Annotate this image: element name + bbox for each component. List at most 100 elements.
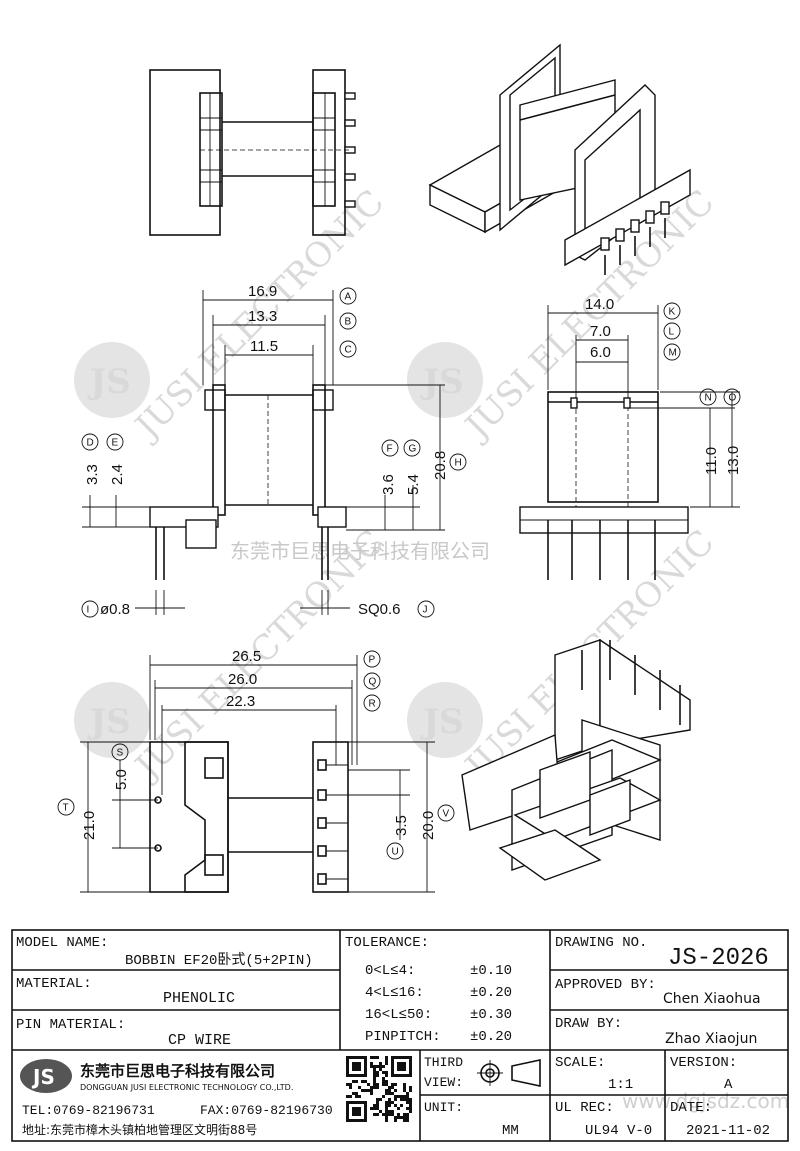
unit-value: MM: [502, 1123, 519, 1139]
dim-label-G: G: [409, 444, 417, 455]
dim-label-O: O: [729, 393, 737, 404]
dim-label-circle-D: [81, 433, 99, 451]
dim-C-value: 11.5: [250, 338, 278, 355]
dim-label-circle-C: [339, 340, 357, 358]
watermark-logo-4: JS: [407, 682, 483, 758]
dim-label-circle-T: [57, 798, 75, 816]
front-dimensions: 16.9 13.3 11.5 20.8 3.6 5.4 3.3 2.4 ø0.8…: [82, 283, 449, 618]
tolerance-label: TOLERANCE:: [345, 935, 429, 951]
dim-label-circle-H: [449, 453, 467, 471]
dim-S-value: 5.0: [113, 769, 130, 790]
dim-label-D: D: [87, 438, 94, 449]
tolerance-range-3: PINPITCH:: [365, 1029, 441, 1045]
dim-V-value: 20.0: [420, 811, 437, 840]
dim-Q-value: 26.0: [228, 671, 257, 688]
tolerance-range-0: 0<L≤4:: [365, 963, 415, 979]
tolerance-value-3: ±0.20: [470, 1029, 512, 1045]
scale-value: 1:1: [608, 1077, 633, 1093]
dim-label-V: V: [443, 809, 450, 820]
pins-bottom: [317, 759, 348, 885]
tolerance-value-0: ±0.10: [470, 963, 512, 979]
company-tel: TEL:0769-82196731: [22, 1103, 155, 1118]
version-value: A: [724, 1077, 733, 1093]
pins-iso-2: [581, 640, 681, 725]
draw-by-label: DRAW BY:: [555, 1016, 622, 1032]
dim-E-value: 2.4: [109, 464, 126, 485]
dim-label-circle-M: [663, 343, 681, 361]
dim-label-S: S: [117, 748, 124, 759]
watermark-site: www.dgjsdz.com: [622, 1089, 789, 1113]
dim-label-P: P: [369, 655, 376, 666]
model-name-value: BOBBIN EF20卧式(5+2PIN): [125, 952, 313, 969]
dim-label-Q: Q: [369, 677, 377, 688]
company-logo: JS: [20, 1059, 72, 1093]
tolerance-value-2: ±0.30: [470, 1007, 512, 1023]
scale-label: SCALE:: [555, 1055, 605, 1071]
watermark-company-cn: 东莞市巨思电子科技有限公司: [230, 539, 490, 563]
model-name-label: MODEL NAME:: [16, 935, 108, 951]
view-side: [519, 391, 689, 580]
dim-label-circle-N: [699, 388, 717, 406]
dim-H-value: 20.8: [432, 451, 449, 480]
pin-material-label: PIN MATERIAL:: [16, 1017, 125, 1033]
material-value: PHENOLIC: [163, 990, 235, 1007]
dim-label-R: R: [369, 699, 376, 710]
watermark-logo-1: JS: [74, 342, 150, 418]
company-name-cn: 东莞市巨思电子科技有限公司: [80, 1062, 275, 1080]
svg-text:JS: JS: [87, 702, 131, 742]
dim-label-circle-Q: [363, 672, 381, 690]
drawing-no-label: DRAWING NO.: [555, 935, 647, 951]
dim-P-value: 26.5: [232, 648, 261, 665]
dim-label-I: I: [87, 605, 90, 616]
dim-label-circle-O: [723, 388, 741, 406]
pins-side: [547, 520, 656, 580]
company-name-en: DONGGUAN JUSI ELECTRONIC TECHNOLOGY CO.,…: [80, 1083, 293, 1092]
bottom-dimensions: 26.5 26.0 22.3 21.0 5.0 3.5 20.0: [80, 648, 437, 893]
company-logo-text: JS: [31, 1065, 55, 1089]
tolerance-range-2: 16<L≤50:: [365, 1007, 432, 1023]
dim-I-value: ø0.8: [100, 601, 130, 618]
dim-label-H: H: [455, 458, 462, 469]
third-view-label-2: VIEW:: [424, 1075, 463, 1090]
tolerance-range-1: 4<L≤16:: [365, 985, 424, 1001]
dim-A-value: 16.9: [248, 283, 277, 300]
version-label: VERSION:: [670, 1055, 737, 1071]
company-address: 地址:东莞市樟木头镇柏地管理区文明街88号: [22, 1122, 257, 1137]
dim-label-circle-G: [403, 439, 421, 457]
dim-K-value: 14.0: [585, 296, 614, 313]
dim-F-value: 3.6: [380, 474, 397, 495]
dim-label-F: F: [387, 444, 393, 455]
dim-J-value: SQ0.6: [358, 601, 401, 618]
dim-label-C: C: [345, 345, 352, 356]
svg-text:JS: JS: [420, 362, 464, 402]
watermark-logo-2: JS: [407, 342, 483, 418]
dim-label-circle-J: [417, 600, 435, 618]
svg-text:JS: JS: [420, 702, 464, 742]
dim-R-value: 22.3: [226, 693, 255, 710]
view-bottom: [149, 741, 349, 893]
dim-label-circle-R: [363, 694, 381, 712]
material-label: MATERIAL:: [16, 976, 92, 992]
qr-code: [344, 1054, 414, 1124]
date-value: 2021-11-02: [686, 1123, 770, 1139]
dim-B-value: 13.3: [248, 308, 277, 325]
ul-rec-value: UL94 V-0: [585, 1123, 652, 1139]
dim-label-circle-V: [437, 804, 455, 822]
dim-label-circle-B: [339, 312, 357, 330]
dim-label-circle-K: [663, 302, 681, 320]
pin-material-value: CP WIRE: [168, 1032, 231, 1049]
dim-U-value: 3.5: [393, 815, 410, 836]
dim-O-value: 13.0: [725, 446, 742, 475]
dim-label-circle-E: [106, 433, 124, 451]
dim-label-circle-L: [663, 322, 681, 340]
dim-label-T: T: [63, 803, 69, 814]
third-view-label-1: THIRD: [424, 1055, 463, 1070]
watermark-layer: JS JS JS JS JUSI ELECTRONIC JUSI ELECTRO…: [74, 182, 789, 1113]
dim-label-J: J: [423, 605, 428, 616]
view-top-small: [149, 69, 356, 236]
dim-label-circle-F: [381, 439, 399, 457]
dim-label-K: K: [669, 307, 676, 318]
dim-label-circle-P: [363, 650, 381, 668]
ul-rec-label: UL REC:: [555, 1100, 614, 1116]
